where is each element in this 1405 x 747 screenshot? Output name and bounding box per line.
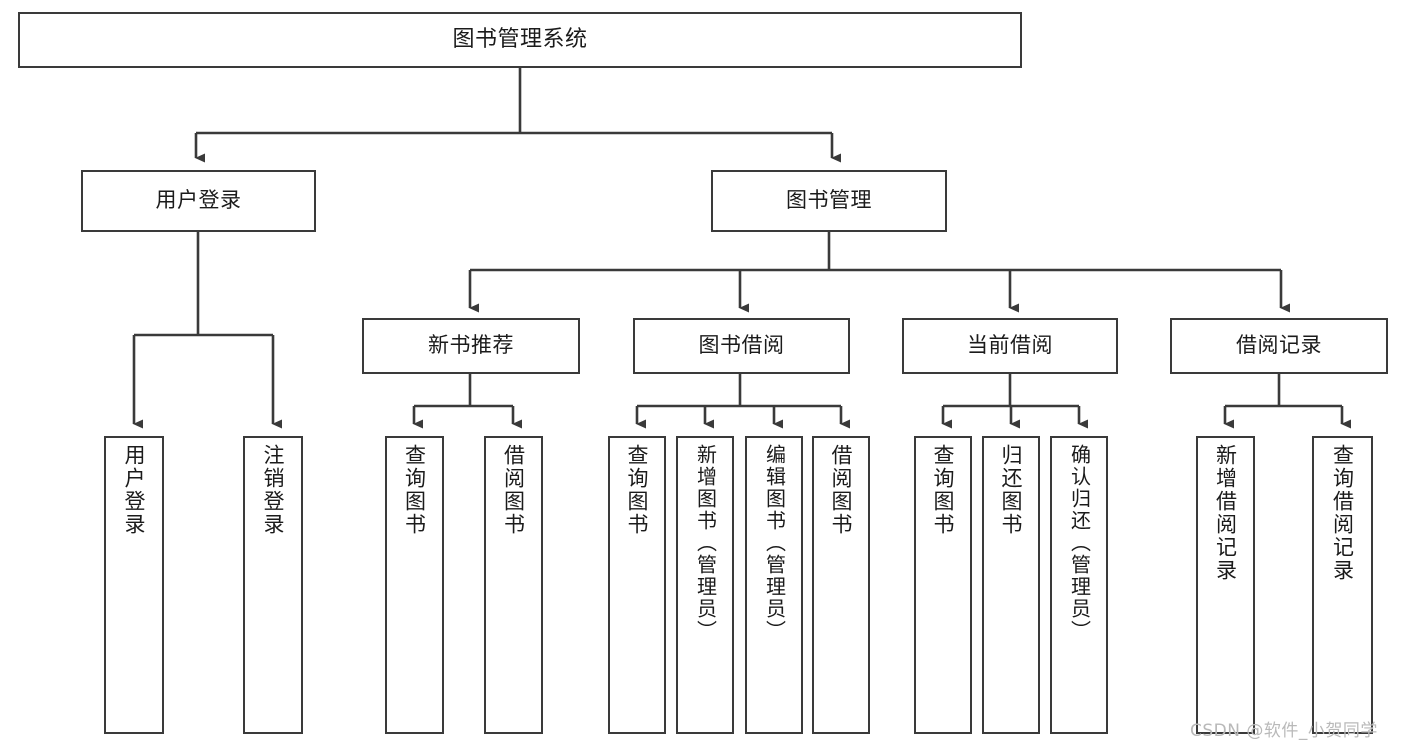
- leaf-logout[interactable]: 注销登录: [243, 436, 303, 734]
- node-root-system[interactable]: 图书管理系统: [18, 12, 1022, 68]
- node-label: 归还图书: [999, 444, 1024, 536]
- node-label: 查询图书: [625, 444, 650, 536]
- node-borrow-record[interactable]: 借阅记录: [1170, 318, 1388, 374]
- node-label: 当前借阅: [967, 333, 1053, 358]
- node-label: 编辑图书（管理员）: [762, 444, 787, 642]
- node-label: 用户登录: [155, 188, 242, 213]
- node-label: 查询图书: [402, 444, 427, 536]
- node-label: 查询图书: [931, 444, 956, 536]
- node-label: 借阅图书: [501, 444, 526, 536]
- node-book-borrow[interactable]: 图书借阅: [633, 318, 850, 374]
- node-label: 图书管理: [786, 188, 872, 213]
- watermark-csdn: CSDN @软件_小贺同学: [1190, 721, 1378, 741]
- leaf-query-borrow-record[interactable]: 查询借阅记录: [1312, 436, 1373, 734]
- node-label: 借阅图书: [829, 444, 854, 536]
- node-label: 注销登录: [261, 444, 286, 536]
- node-user-login[interactable]: 用户登录: [81, 170, 316, 232]
- leaf-query-book-current[interactable]: 查询图书: [914, 436, 972, 734]
- leaf-query-book-recommend[interactable]: 查询图书: [385, 436, 444, 734]
- leaf-add-book-admin[interactable]: 新增图书（管理员）: [676, 436, 734, 734]
- node-label: 新增借阅记录: [1213, 444, 1238, 582]
- leaf-confirm-return-admin[interactable]: 确认归还（管理员）: [1050, 436, 1108, 734]
- node-label: 新书推荐: [428, 333, 514, 358]
- node-current-borrow[interactable]: 当前借阅: [902, 318, 1118, 374]
- node-label: 图书借阅: [698, 333, 785, 358]
- node-label: 借阅记录: [1236, 333, 1322, 358]
- node-label: 图书管理系统: [452, 26, 588, 52]
- node-label: 确认归还（管理员）: [1067, 444, 1092, 642]
- leaf-edit-book-admin[interactable]: 编辑图书（管理员）: [745, 436, 803, 734]
- leaf-borrow-book-recommend[interactable]: 借阅图书: [484, 436, 543, 734]
- leaf-return-book[interactable]: 归还图书: [982, 436, 1040, 734]
- node-book-management[interactable]: 图书管理: [711, 170, 947, 232]
- leaf-query-book-borrow[interactable]: 查询图书: [608, 436, 666, 734]
- leaf-user-login[interactable]: 用户登录: [104, 436, 164, 734]
- node-label: 用户登录: [122, 444, 147, 536]
- node-label: 新增图书（管理员）: [693, 444, 718, 642]
- leaf-add-borrow-record[interactable]: 新增借阅记录: [1196, 436, 1255, 734]
- node-new-book-recommend[interactable]: 新书推荐: [362, 318, 580, 374]
- leaf-borrow-book[interactable]: 借阅图书: [812, 436, 870, 734]
- node-label: 查询借阅记录: [1330, 444, 1355, 582]
